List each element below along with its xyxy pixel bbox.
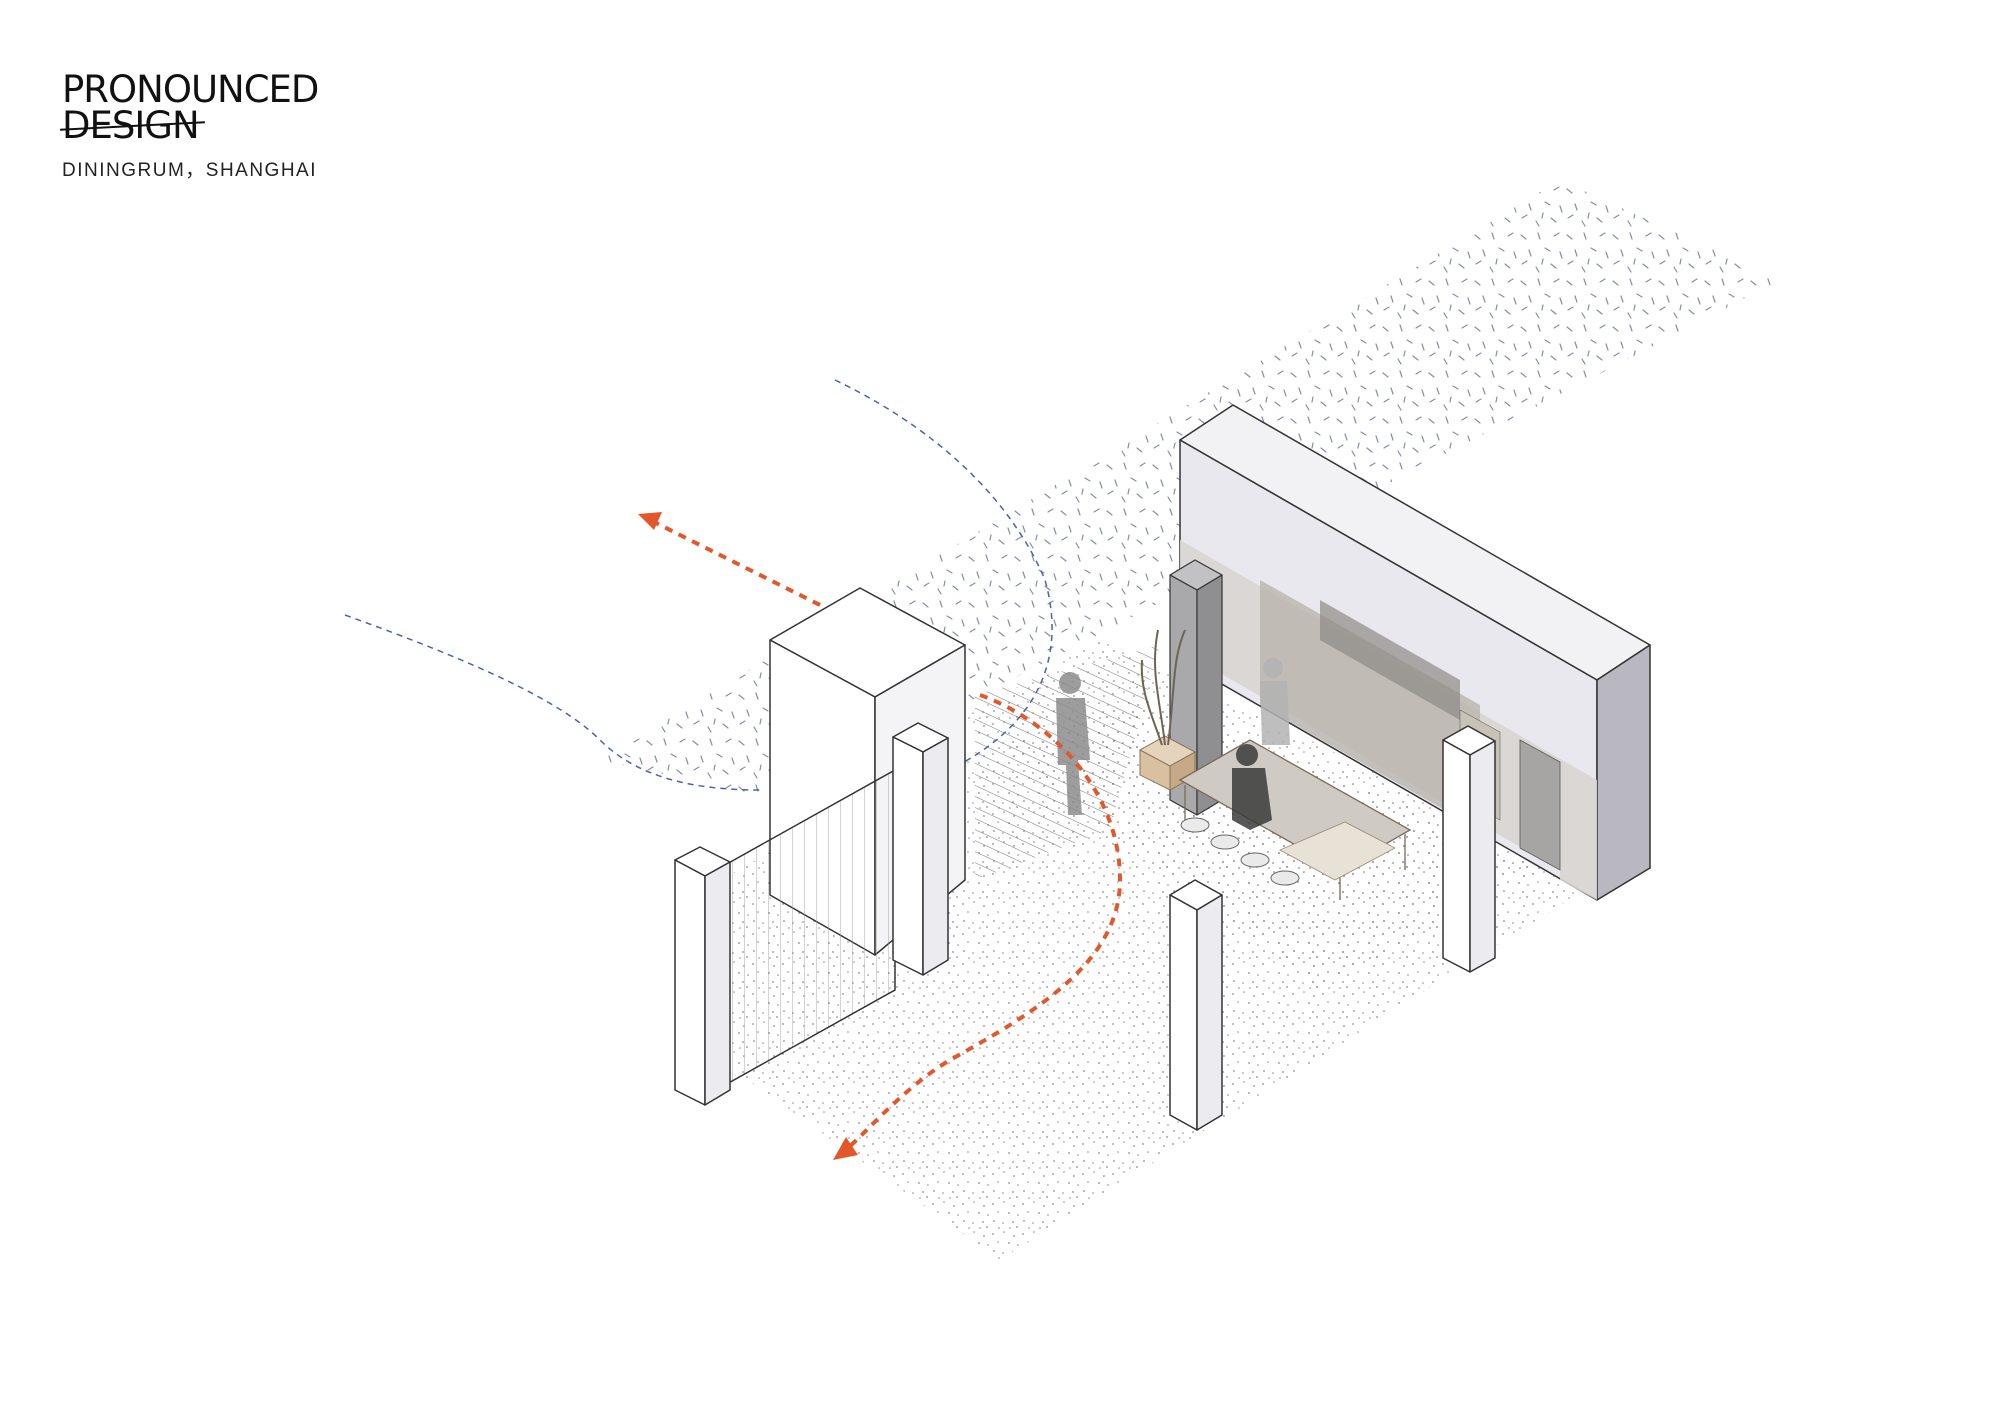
brand-line-1: PRONOUNCED	[62, 68, 319, 111]
dashed-path-lower	[344, 614, 761, 791]
pillar-right	[1442, 725, 1496, 973]
brand-logo: PRONOUNCED DESIGN	[60, 68, 332, 144]
brand-line-2: DESIGN	[60, 107, 205, 144]
project-caption: DININGRUM，SHANGHAI	[62, 160, 318, 181]
flow-arrow-upper-head	[638, 512, 662, 530]
dashed-path-upper	[834, 379, 1053, 791]
flow-arrow-lower-head	[833, 1137, 858, 1160]
person-seated	[1232, 744, 1272, 830]
flow-arrow-lower	[843, 693, 1123, 1152]
pillar-front-center	[1169, 879, 1223, 1131]
person-chef	[1260, 658, 1290, 745]
pillar-gate	[892, 722, 949, 976]
pillar-front-left	[674, 846, 731, 1106]
flow-arrow-upper	[649, 518, 821, 607]
planter	[1138, 629, 1197, 791]
stools	[1180, 817, 1300, 886]
